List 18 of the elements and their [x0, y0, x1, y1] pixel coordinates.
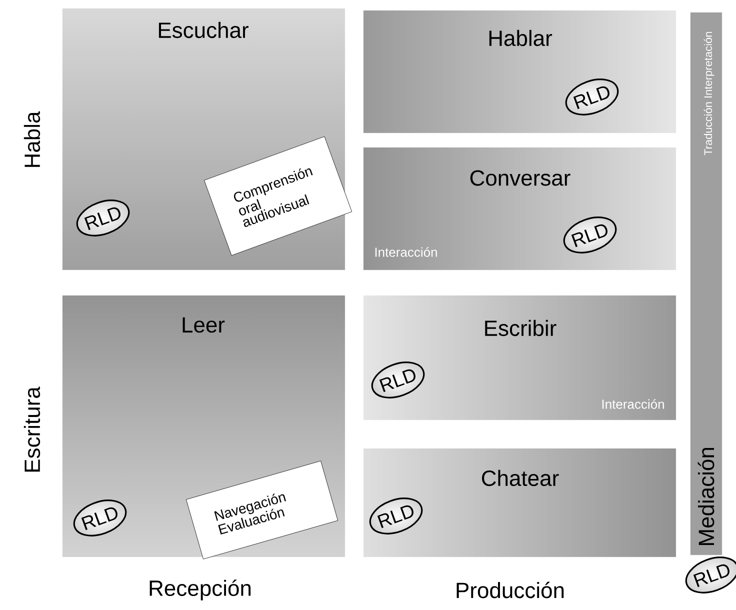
rld-badge: RLD: [371, 362, 425, 398]
panel-title: Mediación: [698, 448, 714, 545]
rld-badge: RLD: [563, 216, 617, 254]
panel-note: Traducción Interpretación: [704, 32, 714, 156]
rld-badge: RLD: [565, 78, 619, 116]
panel-title: Escuchar: [158, 22, 248, 38]
panel-note: Interacción: [602, 399, 664, 409]
panel-title: Hablar: [489, 30, 552, 46]
rld-badge: RLD: [685, 556, 736, 594]
rld-badge: RLD: [76, 200, 130, 236]
panel-title: Escribir: [485, 320, 556, 336]
rld-badge: RLD: [73, 500, 127, 536]
panel-title: Conversar: [470, 170, 570, 186]
panel-note: Interacción: [375, 247, 437, 257]
panel-title: Chatear: [482, 470, 559, 486]
axis-label: Recepción: [150, 580, 251, 600]
panel-title: Leer: [182, 317, 225, 333]
rld-badge: RLD: [369, 498, 423, 534]
